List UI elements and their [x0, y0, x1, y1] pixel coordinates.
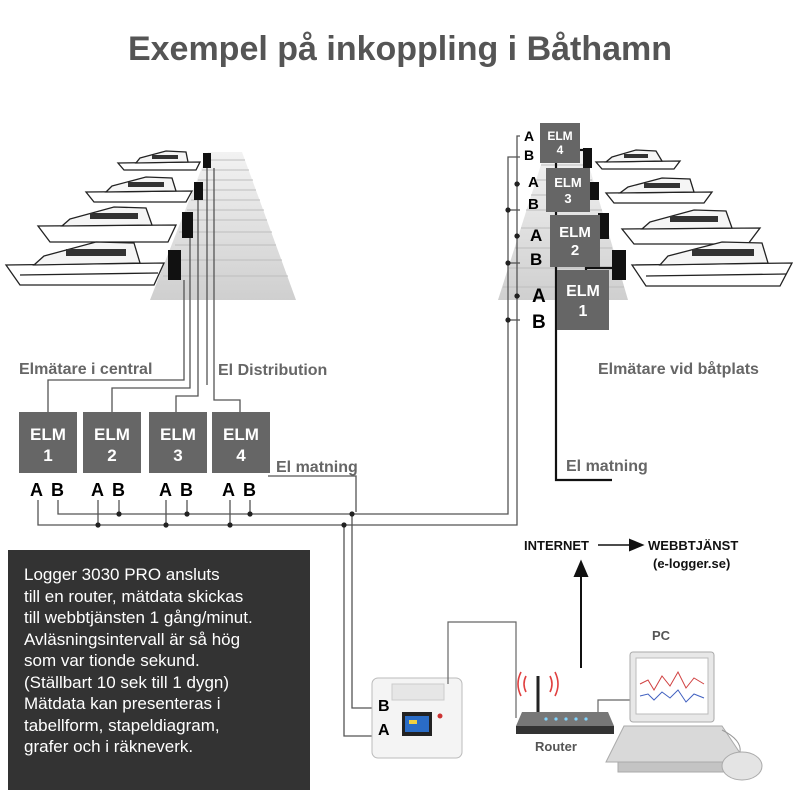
meter-name: ELM [30, 425, 66, 444]
label-central-meters: Elmätare i central [19, 361, 153, 378]
network-links [447, 621, 652, 718]
meter-name: ELM [94, 425, 130, 444]
meter-number: 3 [173, 446, 183, 465]
terminal-a: A [30, 480, 43, 500]
info-line: till webbtjänsten 1 gång/minut. [24, 608, 253, 627]
terminal-b: B [532, 312, 546, 333]
terminal-b: B [530, 250, 543, 269]
meter-number: 4 [236, 446, 246, 465]
central-meter-3: ELM 3 [149, 412, 207, 473]
page-title: Exempel på inkoppling i Båthamn [127, 30, 673, 68]
central-meter-2: ELM 2 [83, 412, 141, 473]
terminal-b: B [112, 480, 125, 500]
info-line: Mätdata kan presenteras i [24, 694, 221, 713]
meter-number: 3 [564, 191, 572, 206]
meter-name: ELM [554, 175, 582, 190]
logger-terminal-b: B [378, 698, 390, 715]
terminal-b: B [243, 480, 256, 500]
label-feed-central: El matning [276, 459, 358, 476]
boat-meter-2: ELM 2 [550, 215, 600, 267]
info-line: (Ställbart 10 sek till 1 dygn) [24, 672, 230, 692]
bus-junctions [95, 181, 520, 528]
left-boats [4, 150, 202, 286]
terminal-b: B [528, 196, 539, 213]
meter-number: 1 [578, 303, 588, 320]
info-line: Logger 3030 PRO ansluts [24, 565, 220, 584]
terminal-b: B [51, 480, 64, 500]
info-line: till en router, mätdata skickas [24, 586, 244, 606]
left-pier [150, 152, 296, 300]
right-boats [594, 149, 794, 287]
meter-name: ELM [566, 283, 600, 300]
info-line: grafer och i räkneverk. [24, 737, 194, 756]
meter-name: ELM [547, 129, 573, 143]
meter-number: 4 [556, 143, 564, 157]
central-meter-4: ELM 4 [212, 412, 270, 473]
central-distribution-wires [47, 168, 357, 512]
label-router: Router [535, 739, 577, 754]
meter-name: ELM [559, 224, 591, 241]
pc-device [605, 651, 763, 781]
terminal-a: A [530, 226, 543, 245]
label-pc: PC [652, 628, 671, 643]
info-box: Logger 3030 PRO ansluts till en router, … [8, 550, 310, 790]
meter-number: 2 [107, 446, 117, 465]
meter-number: 2 [570, 242, 580, 259]
info-line: som var tionde sekund. [24, 651, 200, 670]
info-line: tabellform, stapeldiagram, [24, 715, 220, 735]
label-boat-meters: Elmätare vid båtplats [598, 361, 759, 378]
terminal-a: A [528, 174, 539, 191]
central-meter-1: ELM 1 [19, 412, 77, 473]
label-distribution: El Distribution [218, 362, 328, 379]
terminal-a: A [91, 480, 104, 500]
logger-terminal-a: A [378, 722, 390, 739]
logger-device [371, 677, 463, 759]
label-webservice: WEBBTJÄNST [648, 538, 739, 553]
terminal-a: A [524, 128, 535, 144]
meter-name: ELM [223, 425, 259, 444]
terminal-a: A [222, 480, 235, 500]
boat-meter-4: ELM 4 [540, 123, 580, 163]
internet-arrow [573, 538, 645, 668]
terminal-a: A [532, 286, 546, 307]
terminal-b: B [524, 147, 535, 163]
label-webservice-url: (e-logger.se) [653, 556, 731, 571]
terminal-b: B [180, 480, 193, 500]
router-device [516, 671, 614, 734]
boat-meter-1: ELM 1 [557, 270, 609, 330]
meter-name: ELM [160, 425, 196, 444]
meter-number: 1 [43, 446, 53, 465]
terminal-a: A [159, 480, 172, 500]
boat-meter-3: ELM 3 [546, 168, 590, 212]
label-feed-boat: El matning [566, 458, 648, 475]
info-line: Avläsningsintervall är så hög [24, 629, 241, 649]
label-internet: INTERNET [524, 538, 589, 553]
